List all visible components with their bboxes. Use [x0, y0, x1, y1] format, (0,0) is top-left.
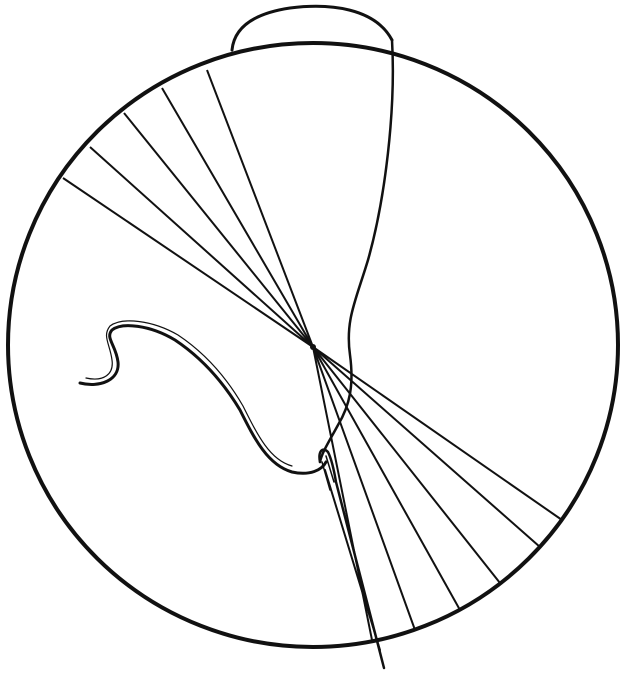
- stitch-line-upper-4: [90, 147, 313, 347]
- stitch-line-upper-3: [124, 113, 313, 347]
- stitch-center-point: [310, 344, 316, 350]
- needle-shaft: [325, 470, 380, 650]
- radiating-stitch-lines: [63, 70, 562, 640]
- stitch-line-upper-2: [162, 88, 313, 347]
- stitch-line-lower-3: [313, 347, 500, 583]
- stitch-line-upper-5: [63, 178, 313, 347]
- loose-thread-inner: [86, 321, 292, 466]
- loose-thread: [80, 326, 326, 474]
- stitch-line-upper-1: [207, 70, 313, 347]
